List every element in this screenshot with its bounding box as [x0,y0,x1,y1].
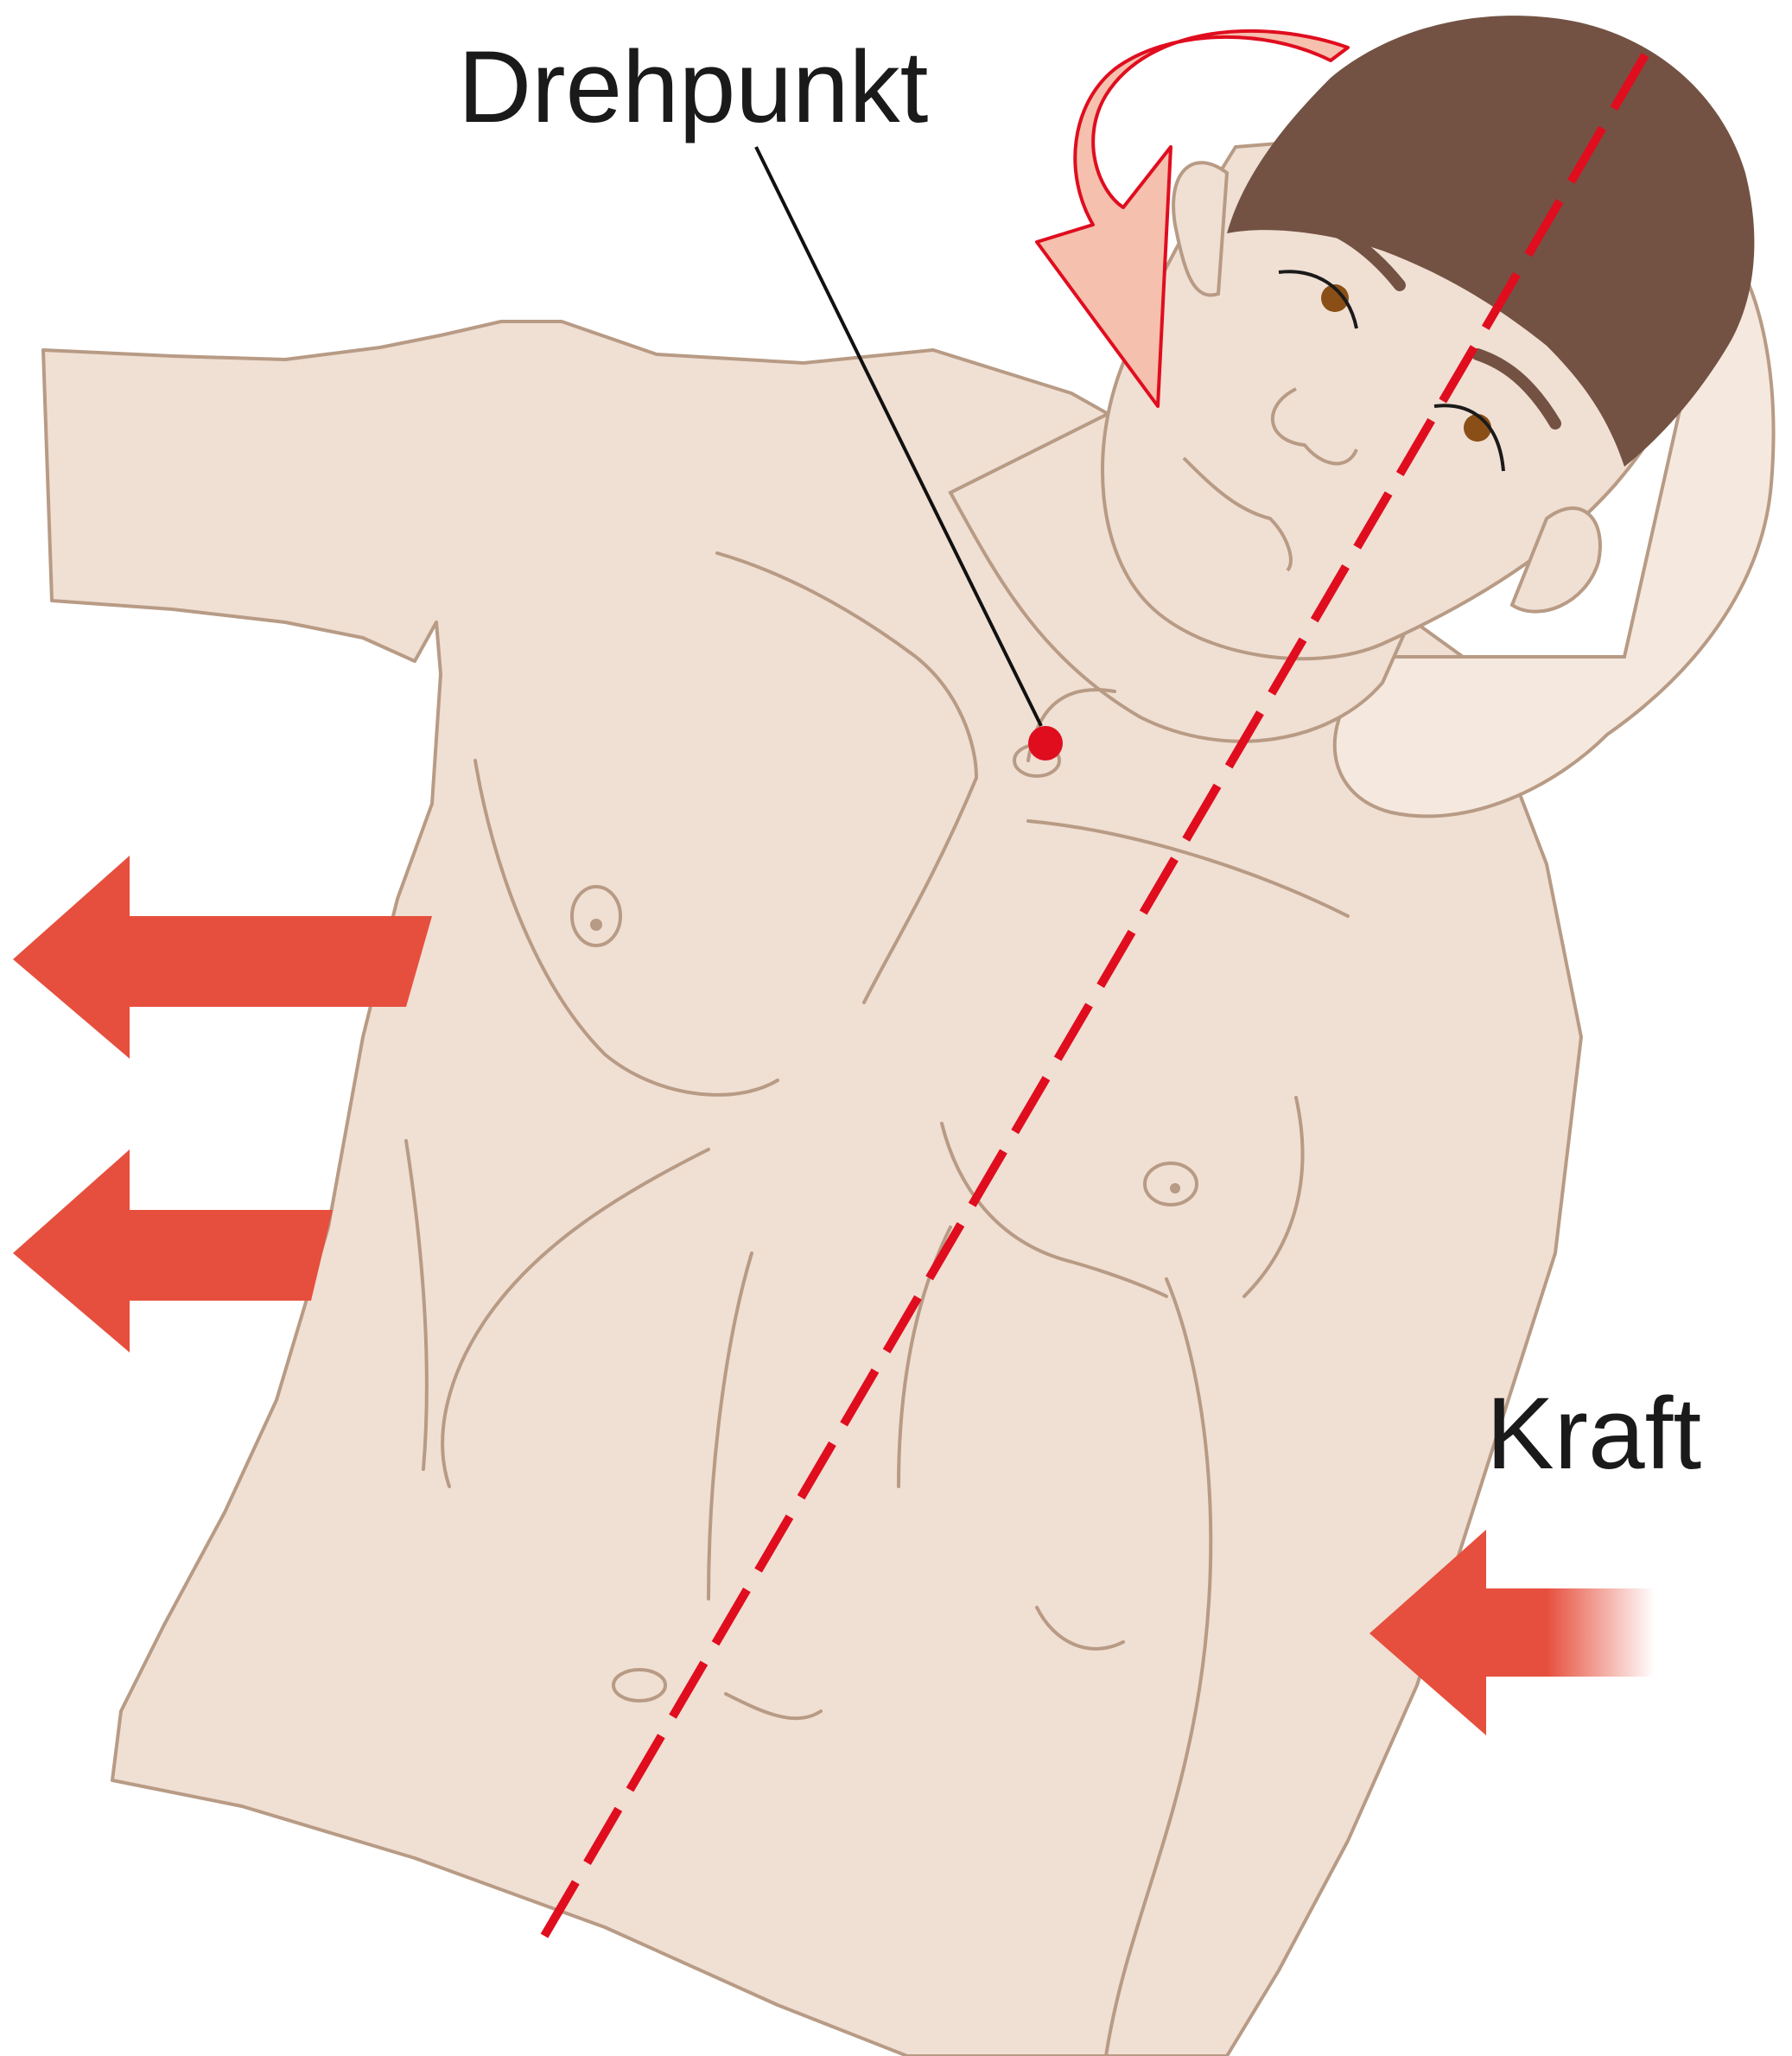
eye-right [1464,414,1491,442]
pivot-label: Drehpunkt [458,36,928,138]
pivot-point [1028,726,1063,761]
force-label: Kraft [1486,1383,1701,1485]
arrow-left-lower [13,1149,333,1353]
